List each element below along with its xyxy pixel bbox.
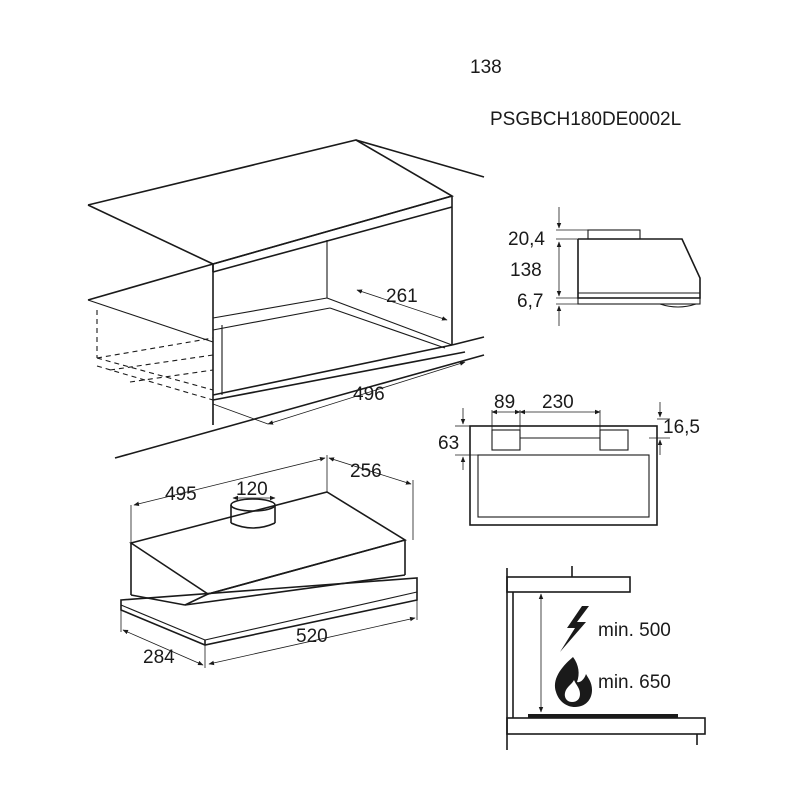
clearance-gas-label: min. 650 (598, 672, 671, 693)
clearance-electric-label: min. 500 (598, 620, 671, 641)
profile-bottom-offset-label: 6,7 (517, 291, 543, 312)
cutout-width-label: 496 (353, 384, 385, 405)
hood-iso-drawing (120, 455, 418, 668)
front-spacing-left-label: 89 (494, 392, 515, 413)
lightning-bolt-icon (560, 606, 589, 652)
header-model-code: PSGBCH180DE0002L (490, 109, 681, 130)
front-view-drawing (455, 402, 670, 526)
hood-bottom-depth-label: 284 (143, 647, 175, 668)
front-height-right-label: 16,5 (663, 417, 700, 438)
flame-icon (554, 657, 592, 707)
clearance-drawing (506, 566, 706, 750)
side-profile-drawing (556, 207, 701, 326)
cabinet-cutout-drawing (87, 139, 485, 459)
cutout-depth-label: 261 (386, 286, 418, 307)
profile-body-height-label: 138 (510, 260, 542, 281)
hood-bottom-width-label: 520 (296, 626, 328, 647)
hood-top-depth-label: 256 (350, 461, 382, 482)
hood-duct-diameter-label: 120 (236, 479, 268, 500)
front-height-left-label: 63 (438, 433, 459, 454)
front-spacing-center-label: 230 (542, 392, 574, 413)
header-height-value: 138 (470, 57, 502, 78)
profile-top-offset-label: 20,4 (508, 229, 545, 250)
hood-top-width-label: 495 (165, 484, 197, 505)
